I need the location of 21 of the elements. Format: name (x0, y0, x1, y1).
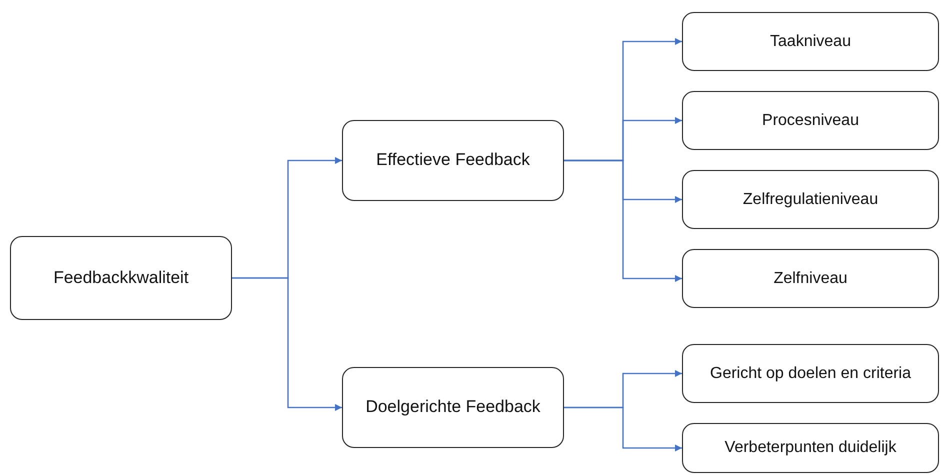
box-label: Gericht op doelen en criteria (710, 364, 911, 384)
box-label: Zelfregulatieniveau (742, 190, 878, 210)
box-label: Effectieve Feedback (376, 149, 530, 172)
box-label: Doelgerichte Feedback (366, 396, 540, 418)
rounded-box (342, 120, 564, 201)
rounded-box (682, 249, 939, 308)
box-label: Zelfniveau (774, 268, 848, 289)
rounded-box (682, 344, 939, 403)
connector-arrow (564, 406, 682, 452)
rounded-box (682, 170, 939, 229)
box-label: Taakniveau (770, 32, 851, 52)
box-label: Verbeterpunten duidelijk (724, 438, 896, 458)
connector-arrow (232, 277, 342, 411)
connector-arrow (564, 160, 682, 282)
rounded-box (682, 12, 939, 71)
rounded-box (342, 367, 564, 448)
rounded-box (682, 423, 939, 473)
box-label: Feedbackkwaliteit (53, 266, 189, 289)
box-label: Procesniveau (762, 110, 859, 131)
rounded-box (682, 91, 939, 150)
rounded-box (10, 236, 232, 320)
